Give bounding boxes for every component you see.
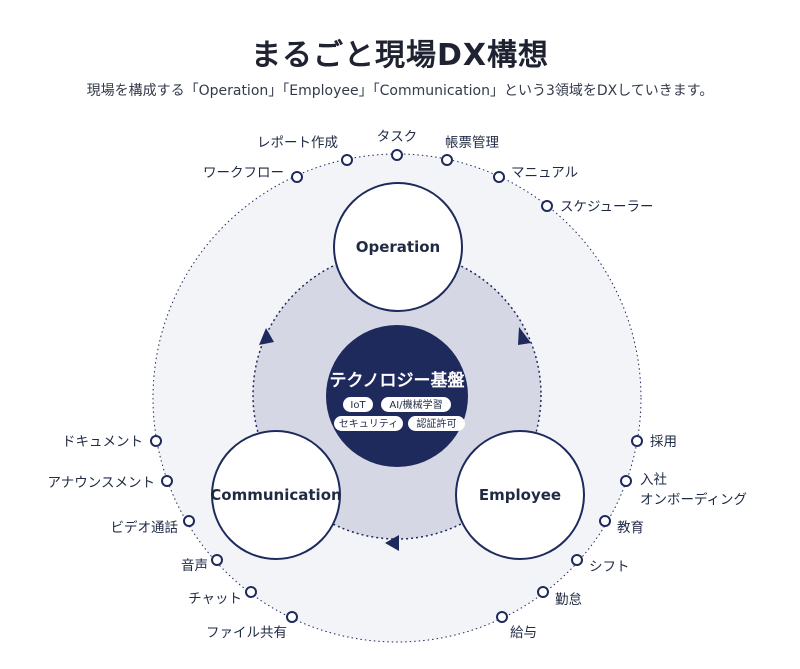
cycle-arrow-right xyxy=(518,327,531,345)
item-dot xyxy=(571,554,583,566)
item-dot xyxy=(441,154,453,166)
cycle-arrow-left xyxy=(259,328,274,345)
cycle-arrow-bottom xyxy=(385,535,399,551)
item-dot xyxy=(493,171,505,183)
item-dot xyxy=(183,515,195,527)
employee-node xyxy=(455,430,585,560)
item-forms: 帳票管理 xyxy=(445,135,499,151)
item-education: 教育 xyxy=(617,520,644,536)
item-dot xyxy=(291,171,303,183)
item-task: タスク xyxy=(377,129,418,145)
tag-ai: AI/機械学習 xyxy=(389,398,442,411)
item-shift: シフト xyxy=(589,559,630,575)
item-dot xyxy=(541,200,553,212)
tag-ai-pill xyxy=(381,397,451,412)
item-dot xyxy=(286,611,298,623)
item-scheduler: スケジューラー xyxy=(560,199,654,215)
item-dot xyxy=(245,586,257,598)
tag-iot: IoT xyxy=(350,400,366,411)
item-dot xyxy=(211,554,223,566)
item-dot xyxy=(599,515,611,527)
item-hiring: 採用 xyxy=(650,434,677,450)
item-voice: 音声 xyxy=(181,557,208,574)
item-dot xyxy=(391,149,403,161)
employee-label: Employee xyxy=(479,486,561,504)
operation-label: Operation xyxy=(356,238,440,256)
communication-node xyxy=(211,430,341,560)
item-dot xyxy=(631,435,643,447)
communication-label: Communication xyxy=(210,486,341,504)
tag-security-pill xyxy=(334,416,403,431)
item-dot xyxy=(620,475,632,487)
item-announcement: アナウンスメント xyxy=(48,475,155,491)
item-dot xyxy=(537,586,549,598)
item-report: レポート作成 xyxy=(257,135,338,151)
item-chat: チャット xyxy=(188,591,242,607)
item-dot xyxy=(161,475,173,487)
item-dot xyxy=(496,611,508,623)
tag-auth: 認証許可 xyxy=(417,417,457,430)
item-manual: マニュアル xyxy=(511,165,578,181)
item-payroll: 給与 xyxy=(510,625,537,641)
tag-auth-pill xyxy=(408,416,465,431)
item-file-sharing: ファイル共有 xyxy=(206,625,287,641)
page-title: まるごと現場DX構想 xyxy=(250,38,550,73)
item-attendance: 勤怠 xyxy=(555,592,582,608)
item-workflow: ワークフロー xyxy=(203,165,284,181)
item-joining: 入社 xyxy=(640,472,667,488)
item-onboarding: オンボーディング xyxy=(640,491,747,508)
operation-node xyxy=(333,182,463,312)
technology-core xyxy=(326,325,468,467)
tag-iot-pill xyxy=(343,397,373,412)
item-video-call: ビデオ通話 xyxy=(111,519,179,536)
page-subtitle: 現場を構成する「Operation」「Employee」「Communicati… xyxy=(86,83,714,99)
item-document: ドキュメント xyxy=(62,434,143,450)
item-dot xyxy=(341,154,353,166)
item-dot xyxy=(150,435,162,447)
tag-security: セキュリティ xyxy=(339,418,398,430)
core-title: テクノロジー基盤 xyxy=(330,370,466,391)
